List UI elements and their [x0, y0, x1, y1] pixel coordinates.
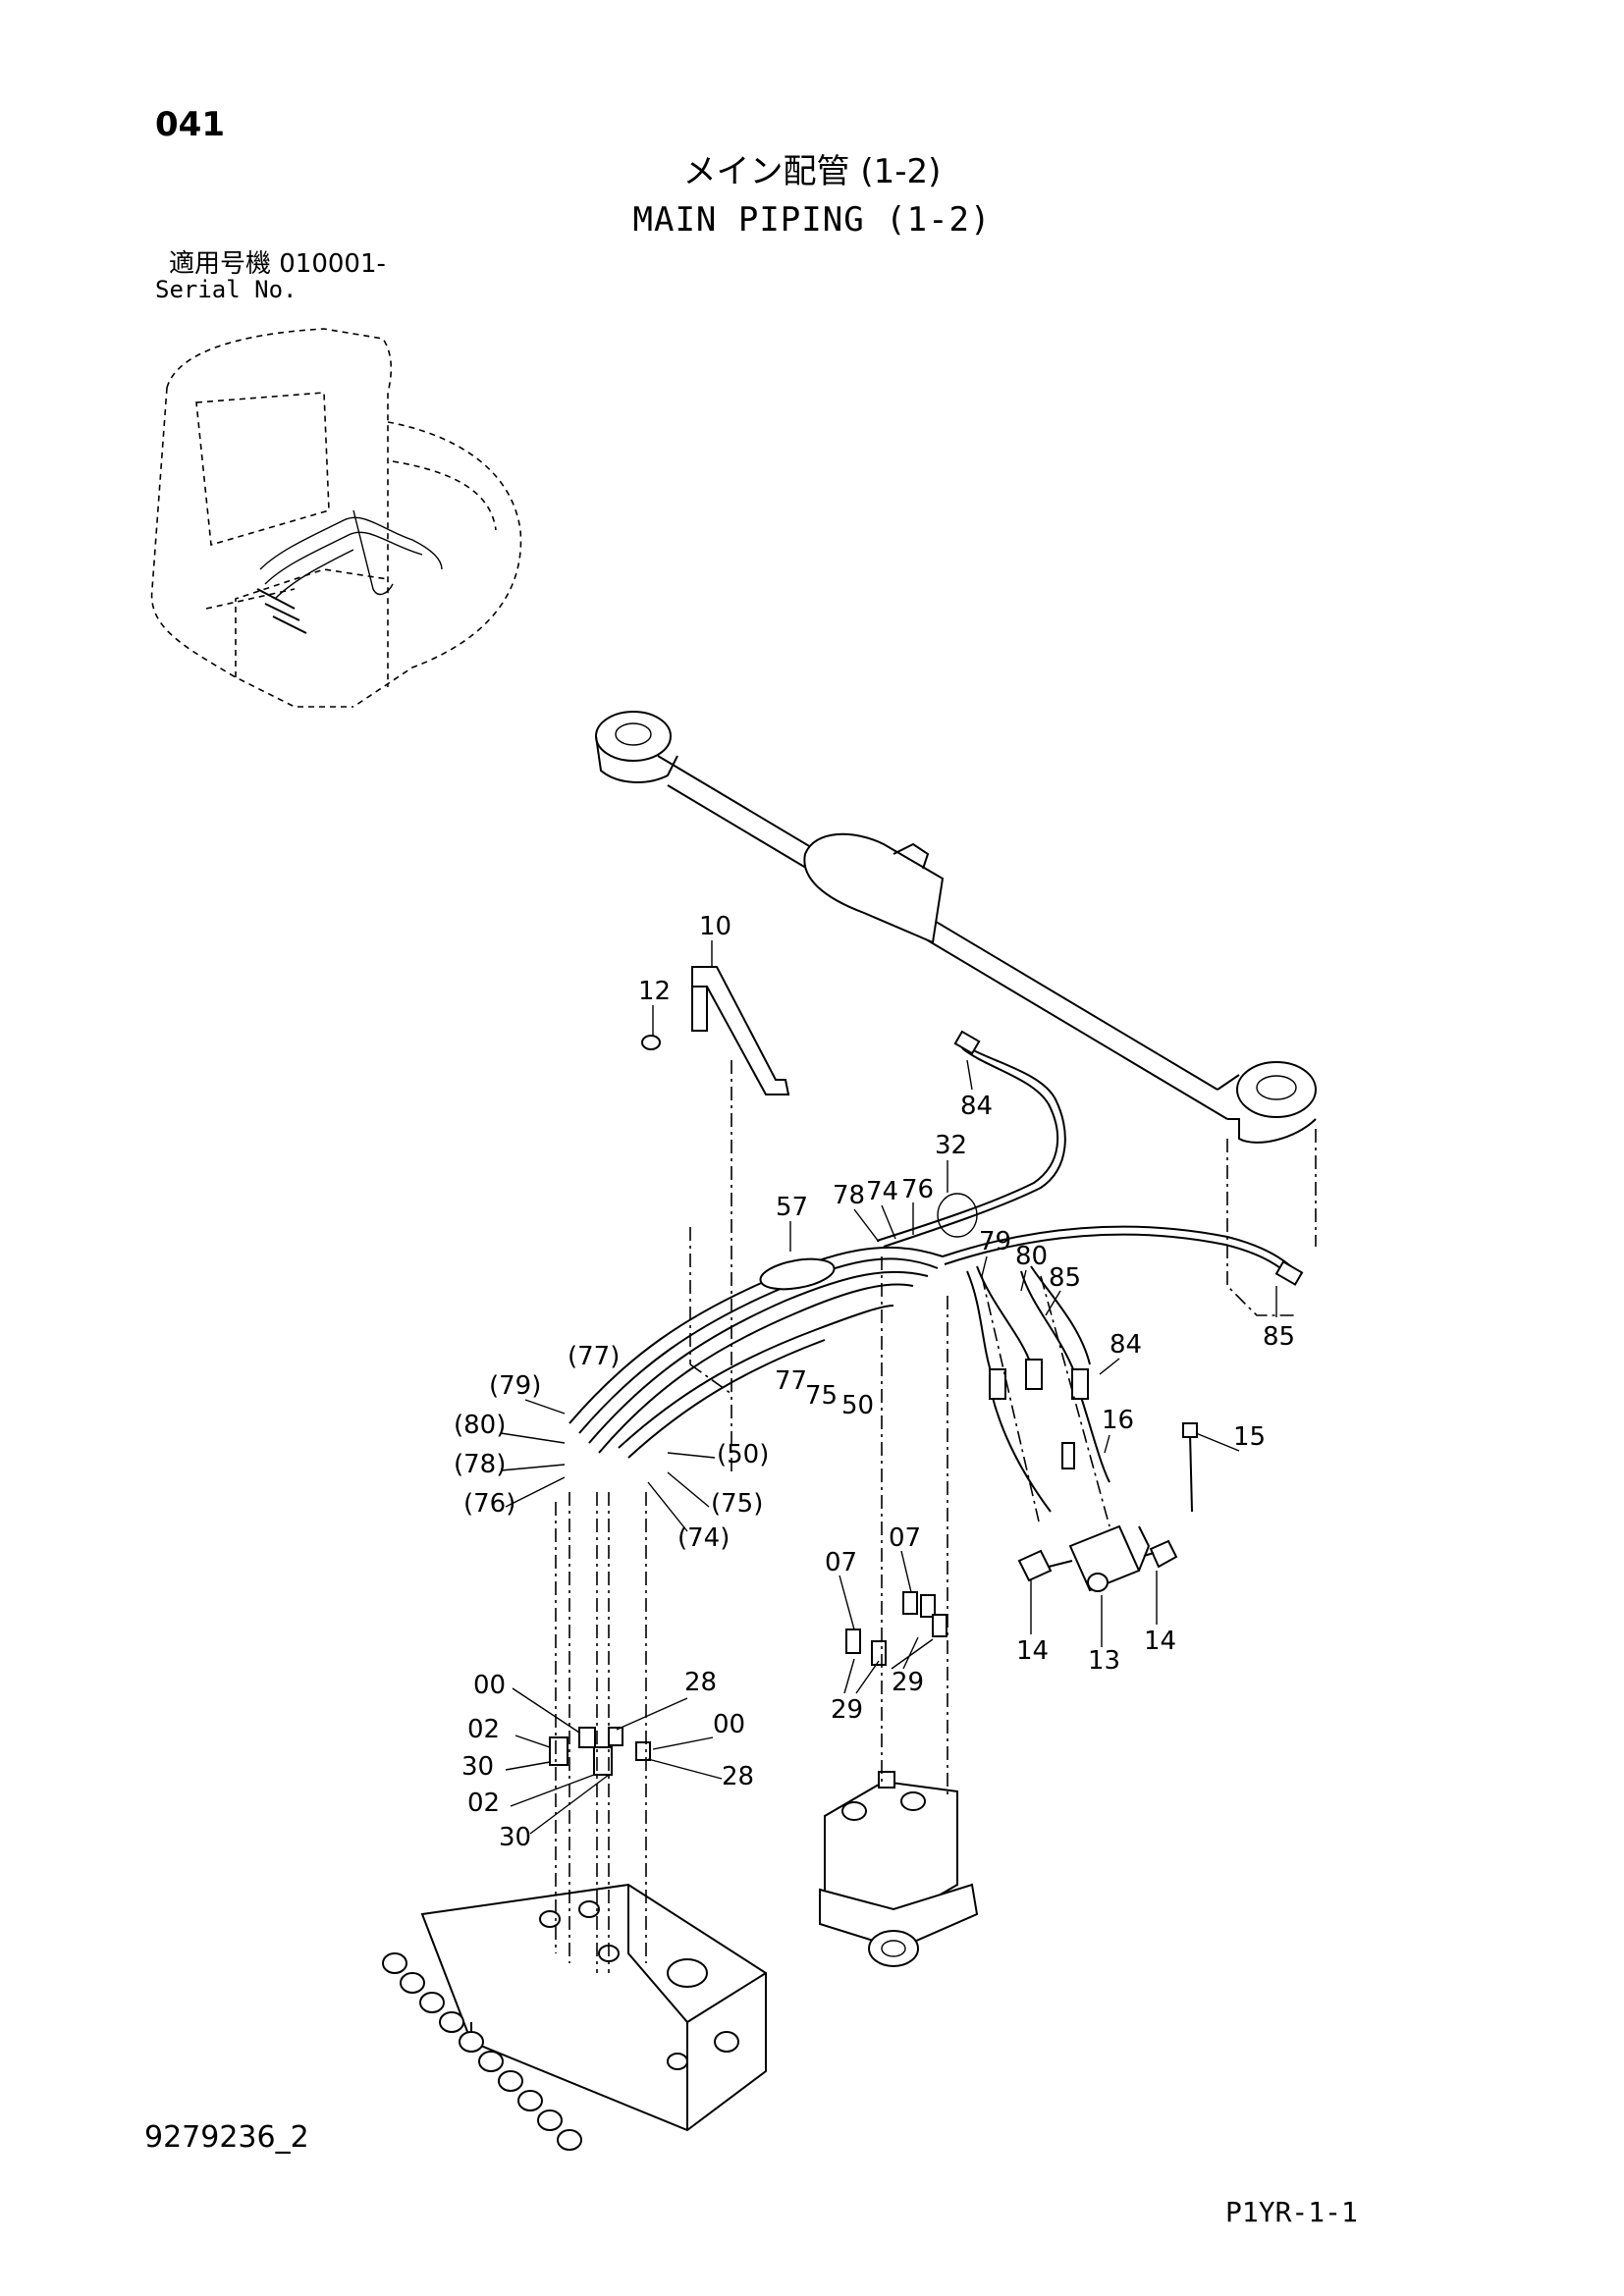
- callout-02a: 02: [467, 1715, 500, 1744]
- callout-79: 79: [979, 1227, 1011, 1256]
- sheet-code: P1YR-1-1: [1225, 2196, 1358, 2228]
- callout-50p: (50): [717, 1440, 769, 1469]
- machine-overview: [150, 328, 522, 708]
- callout-76p: (76): [463, 1489, 515, 1519]
- callout-76: 76: [901, 1175, 934, 1204]
- callout-29b: 29: [831, 1695, 863, 1725]
- callout-16: 16: [1102, 1406, 1134, 1435]
- callout-78p: (78): [454, 1450, 506, 1479]
- callout-30a: 30: [461, 1752, 494, 1782]
- valve-block: [1017, 1422, 1198, 1592]
- callout-57: 57: [776, 1193, 808, 1222]
- callout-77: 77: [775, 1366, 807, 1396]
- callout-85b: 85: [1263, 1322, 1295, 1352]
- serial-label-japanese: 適用号機 010001-: [169, 249, 386, 279]
- callout-10: 10: [699, 912, 731, 941]
- callout-13: 13: [1088, 1646, 1120, 1676]
- callout-12: 12: [638, 977, 671, 1006]
- callout-07a: 07: [825, 1548, 857, 1577]
- callout-50: 50: [841, 1391, 874, 1420]
- document-number: 9279236_2: [144, 2120, 309, 2155]
- callout-84b: 84: [1110, 1330, 1142, 1360]
- callout-28a: 28: [684, 1668, 717, 1697]
- title-japanese: メイン配管 (1-2): [682, 152, 942, 191]
- callout-84: 84: [960, 1092, 993, 1121]
- callout-80: 80: [1015, 1242, 1048, 1271]
- callout-74p: (74): [677, 1523, 730, 1553]
- callout-07b: 07: [889, 1523, 921, 1553]
- callout-79p: (79): [489, 1371, 541, 1401]
- callout-75: 75: [805, 1381, 838, 1411]
- serial-label-english: Serial No.: [155, 276, 298, 303]
- callout-77p: (77): [568, 1342, 620, 1371]
- callout-75p: (75): [711, 1489, 763, 1519]
- callout-15: 15: [1233, 1422, 1266, 1452]
- callout-02b: 02: [467, 1789, 500, 1818]
- spool-ends: [382, 1952, 582, 2151]
- bracket: [641, 966, 790, 1095]
- callout-29a: 29: [892, 1668, 924, 1697]
- hoses: [568, 1030, 1304, 1513]
- swing-motor: [819, 1771, 979, 1967]
- callouts: 10 12 84 32 57 78 74 76 79 80 85 84 85 7…: [454, 912, 1295, 1852]
- callout-28b: 28: [722, 1762, 754, 1791]
- callout-32: 32: [935, 1131, 967, 1160]
- callout-14a: 14: [1016, 1636, 1049, 1666]
- callout-30b: 30: [499, 1823, 531, 1852]
- title-english: MAIN PIPING (1-2): [632, 200, 992, 240]
- control-valve: [382, 1883, 767, 2151]
- callout-85: 85: [1049, 1263, 1081, 1293]
- centerlines: [555, 1060, 1317, 1973]
- callout-14b: 14: [1144, 1627, 1176, 1656]
- callout-74: 74: [866, 1177, 898, 1206]
- leader-lines: [500, 940, 1277, 1835]
- fittings: [549, 1591, 947, 1776]
- callout-00a: 00: [473, 1671, 506, 1700]
- callout-78: 78: [833, 1181, 865, 1210]
- callout-00b: 00: [713, 1710, 745, 1739]
- boom-cylinder: [595, 711, 1317, 1144]
- callout-80p: (80): [454, 1411, 506, 1440]
- page-number: 041: [155, 105, 225, 144]
